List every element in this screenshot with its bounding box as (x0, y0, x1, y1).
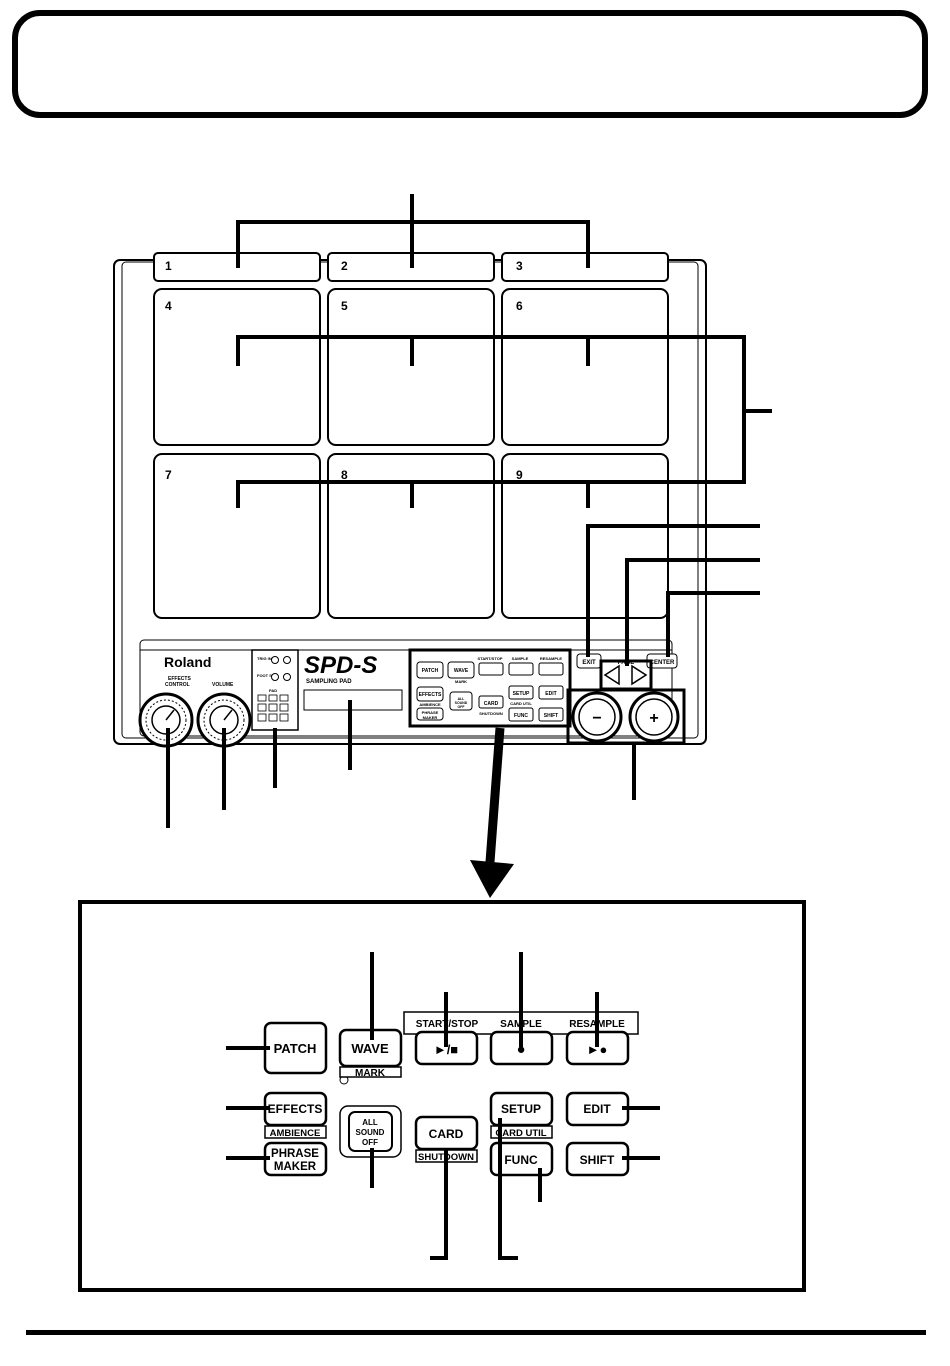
svg-text:ALL: ALL (362, 1118, 378, 1127)
svg-text:8: 8 (341, 468, 348, 482)
svg-text:VOLUME: VOLUME (212, 682, 234, 688)
effects-button[interactable]: EFFECTS (263, 1091, 328, 1127)
svg-text:+: + (649, 710, 658, 727)
plus-button[interactable]: + (628, 691, 680, 743)
bottom-rule (26, 1330, 926, 1335)
svg-text:RESAMPLE: RESAMPLE (540, 656, 563, 661)
svg-text:FUNC: FUNC (504, 1153, 538, 1167)
svg-text:MARK: MARK (355, 1068, 386, 1079)
lcd-display (303, 689, 403, 711)
svg-text:SAMPLE: SAMPLE (512, 656, 529, 661)
svg-text:EXIT: EXIT (582, 660, 596, 666)
svg-text:AMBIENCE: AMBIENCE (270, 1128, 321, 1139)
svg-text:EFFECTS: EFFECTS (168, 676, 191, 682)
svg-text:PHRASE: PHRASE (271, 1148, 319, 1160)
detail-frame (78, 900, 806, 1292)
spd-s-logo: SPD-S (304, 652, 377, 679)
svg-text:►●: ►● (587, 1042, 608, 1057)
svg-text:FUNC: FUNC (514, 713, 528, 719)
page-left-icon[interactable] (603, 664, 620, 686)
svg-text:SOUND: SOUND (356, 1128, 385, 1137)
svg-text:PHRASE: PHRASE (422, 710, 439, 715)
svg-text:3: 3 (516, 259, 523, 273)
svg-text:6: 6 (516, 299, 523, 313)
svg-text:CENTER: CENTER (650, 660, 675, 666)
svg-text:ALL: ALL (458, 697, 466, 701)
svg-text:−: − (592, 710, 601, 727)
svg-text:2: 2 (341, 259, 348, 273)
svg-text:5: 5 (341, 299, 348, 313)
pad-5[interactable]: 5 (327, 288, 495, 446)
phrase-maker-button[interactable]: PHRASE MAKER (263, 1141, 328, 1177)
roland-logo: Roland (164, 654, 211, 670)
svg-text:TRIG IN: TRIG IN (257, 656, 272, 661)
title-box (12, 10, 928, 118)
shift-button[interactable]: SHIFT (565, 1141, 630, 1177)
pad-6[interactable]: 6 (501, 288, 669, 446)
callout-lines-detail (226, 952, 660, 1260)
svg-text:OFF: OFF (458, 705, 466, 709)
svg-text:MAKER: MAKER (274, 1161, 317, 1173)
svg-text:9: 9 (516, 468, 523, 482)
svg-text:►/■: ►/■ (434, 1042, 458, 1057)
svg-text:MAKER: MAKER (423, 715, 438, 720)
svg-text:●: ● (516, 1041, 525, 1058)
svg-text:SHUTDOWN: SHUTDOWN (479, 711, 503, 716)
svg-text:7: 7 (165, 468, 172, 482)
svg-text:PAD: PAD (269, 688, 277, 693)
svg-text:4: 4 (165, 299, 172, 313)
svg-text:EFFECTS: EFFECTS (268, 1102, 323, 1116)
setup-button[interactable]: SETUP (489, 1091, 554, 1127)
svg-text:CARD: CARD (484, 701, 499, 707)
svg-text:CARD UTIL: CARD UTIL (495, 1128, 546, 1139)
svg-text:SHIFT: SHIFT (580, 1153, 615, 1167)
svg-text:OFF: OFF (362, 1138, 378, 1147)
pad-4[interactable]: 4 (153, 288, 321, 446)
svg-text:START/STOP: START/STOP (478, 656, 503, 661)
card-button[interactable]: CARD (414, 1115, 479, 1151)
page-right-icon[interactable] (631, 664, 648, 686)
edit-button[interactable]: EDIT (565, 1091, 630, 1127)
effects-control-knob[interactable] (138, 692, 194, 748)
svg-text:SETUP: SETUP (513, 691, 530, 697)
pad-7[interactable]: 7 (153, 453, 321, 619)
svg-text:EDIT: EDIT (545, 691, 556, 697)
callout-lines-upper (166, 194, 772, 828)
func-button[interactable]: FUNC (489, 1141, 554, 1177)
svg-text:SETUP: SETUP (501, 1102, 541, 1116)
svg-text:CONTROL: CONTROL (165, 682, 190, 688)
svg-text:SOUND: SOUND (455, 701, 468, 705)
svg-text:CARD UTIL: CARD UTIL (510, 701, 532, 706)
panel-button-block: PATCH WAVE MARK START/STOP SAMPLE RESAMP… (408, 648, 572, 728)
svg-text:SAMPLING PAD: SAMPLING PAD (306, 679, 352, 685)
pad-9[interactable]: 9 (501, 453, 669, 619)
svg-text:EFFECTS: EFFECTS (419, 692, 442, 698)
pad-3[interactable]: 3 (501, 252, 669, 282)
zoom-arrow (470, 727, 514, 898)
all-sound-off-button[interactable]: ALL SOUND OFF (339, 1105, 402, 1158)
control-panel: Roland EFFECTS CONTROL VOLUME TRIG IN FO… (138, 639, 686, 748)
minus-button[interactable]: − (571, 691, 623, 743)
svg-text:CARD: CARD (429, 1127, 464, 1141)
svg-text:MARK: MARK (455, 679, 467, 684)
svg-text:WAVE: WAVE (351, 1041, 389, 1056)
svg-text:SHIFT: SHIFT (544, 713, 558, 719)
svg-text:AMBIENCE: AMBIENCE (419, 702, 441, 707)
svg-text:WAVE: WAVE (454, 668, 469, 674)
svg-text:FOOT SW: FOOT SW (257, 673, 276, 678)
svg-text:1: 1 (165, 259, 172, 273)
svg-text:PATCH: PATCH (422, 668, 439, 674)
center-button[interactable]: CENTER (646, 653, 678, 669)
resample-button[interactable]: ►● (565, 1030, 630, 1066)
patch-button[interactable]: PATCH (263, 1021, 328, 1075)
svg-text:EDIT: EDIT (583, 1102, 611, 1116)
svg-text:PATCH: PATCH (274, 1041, 317, 1056)
detail-buttons: PATCH WAVE MARK START/STOP SAMPLE RESAMP… (263, 1011, 639, 1177)
pad-8[interactable]: 8 (327, 453, 495, 619)
